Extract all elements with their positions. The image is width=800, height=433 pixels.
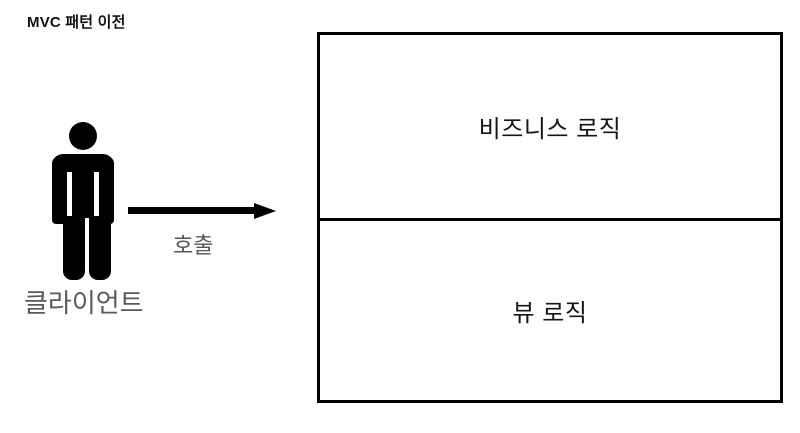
client-label: 클라이언트 [24,288,144,318]
page-title: MVC 패턴 이전 [27,14,126,31]
layer-business-logic: 비즈니스 로직 [320,35,780,218]
layer-view-logic-label: 뷰 로직 [512,300,588,327]
person-arm-gap-left [67,172,72,222]
person-arm-gap-right [94,172,99,222]
person-leg-gap [85,218,89,280]
layer-business-logic-label: 비즈니스 로직 [478,116,622,143]
person-leg-left [63,216,85,280]
arrow-label: 호출 [173,233,214,258]
layer-divider [320,218,780,221]
person-head [69,122,97,150]
layer-view-logic: 뷰 로직 [320,221,780,400]
arrow-shaft [128,207,256,214]
person-torso [52,154,114,224]
call-arrow-icon [128,203,276,219]
server-box: 비즈니스 로직 뷰 로직 [317,32,783,403]
person-leg-right [89,216,111,280]
person-pictogram-icon [50,120,116,282]
arrow-head [254,203,276,219]
